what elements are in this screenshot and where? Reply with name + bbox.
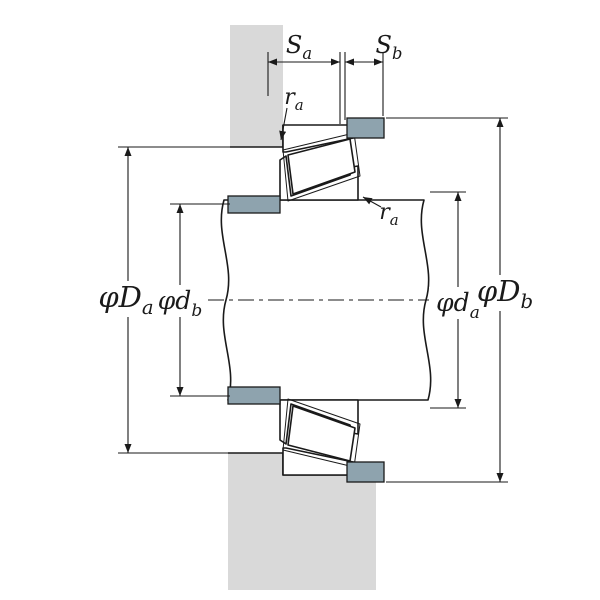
spacer-left-lower [227, 386, 281, 405]
label-bg-phidb [150, 285, 208, 317]
label-bg-phiDa [92, 281, 158, 317]
label-bg-phiDb [470, 275, 538, 311]
label-sa: Sa [286, 31, 312, 63]
lower-tapered-roller [287, 405, 356, 462]
upper-tapered-roller [287, 138, 356, 195]
label-phidb: φdb [158, 286, 202, 321]
label-ra-top: ra [284, 85, 303, 114]
housing-bottom-block [228, 453, 376, 590]
lower-cage [282, 398, 361, 468]
label-phida: φda [436, 288, 480, 323]
spacer-left-upper [227, 195, 281, 214]
leader-ra-top [279, 107, 288, 141]
label-phiDa: φDa [98, 280, 153, 319]
leader-ra-side [362, 196, 382, 208]
shaft [220, 199, 432, 401]
spacer-top-right [346, 117, 385, 139]
upper-cage [282, 132, 361, 202]
spacer-bottom-right [346, 461, 385, 483]
upper-inner-ring [279, 155, 359, 201]
label-ra-side: ra [379, 200, 398, 229]
label-sb: Sb [376, 31, 403, 63]
label-phiDb: φDb [477, 274, 533, 313]
lower-inner-ring [279, 399, 359, 445]
housing-top-block [230, 25, 283, 147]
